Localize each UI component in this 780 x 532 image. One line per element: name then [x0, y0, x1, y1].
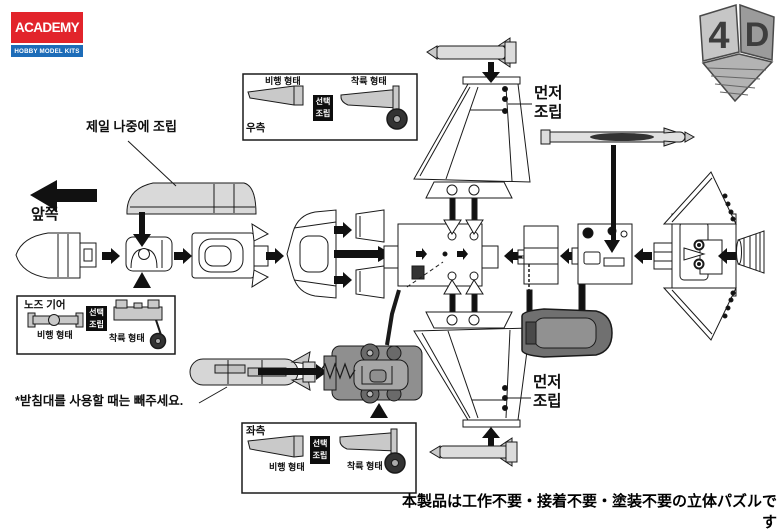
missile-up-arrow-icon	[482, 427, 500, 449]
intake-parts	[355, 209, 385, 299]
front-direction-arrow-icon	[30, 180, 97, 211]
pointer-line-assemble-last	[127, 140, 177, 187]
canopy-part	[126, 182, 257, 215]
logo-d-glyph: D	[745, 16, 770, 54]
academy-logo: ACADEMY HOBBY MODEL KITS	[11, 12, 83, 57]
stand-note-label: *받침대를 사용할 때는 빼주세요.	[15, 394, 184, 408]
nose-gear-option-box	[16, 295, 176, 355]
assemble-first-top-label: 먼저 조립	[534, 85, 563, 121]
assembly-arrow-right-icon	[334, 246, 392, 262]
exhaust-cone-part	[736, 230, 765, 274]
assembly-arrow-right-icon	[266, 248, 284, 264]
nose-gear-landing-label: 착륙 형태	[109, 333, 145, 343]
left-box-title: 좌측	[246, 425, 266, 437]
wingtip-missile-bottom-part	[429, 437, 518, 467]
engine-cover-part	[521, 308, 613, 358]
gear-insert-arrow-icon	[370, 403, 388, 418]
lower-wing-part	[413, 311, 531, 428]
long-missile-part	[540, 127, 696, 147]
tail-connector-part	[653, 242, 675, 270]
assembly-arrow-left-icon	[718, 248, 736, 264]
belly-missile-part	[189, 351, 316, 391]
logo-4-glyph: 4	[708, 15, 729, 57]
assembly-arrow-right-icon	[334, 272, 352, 288]
right-option-box	[242, 73, 418, 141]
nose-gear-insert-arrow-icon	[133, 272, 151, 288]
wingtip-missile-top-part	[426, 37, 517, 68]
cockpit-section-part	[191, 223, 270, 288]
assembly-arrow-right-icon	[174, 248, 192, 264]
center-fuselage-part	[383, 223, 499, 288]
forward-fuselage-part	[286, 209, 337, 299]
exploded-diagram: 4 D	[15, 3, 775, 494]
missile-peg-arrow-icon	[604, 145, 620, 253]
left-box-optional-badge: 선택 조립	[310, 436, 330, 464]
assemble-last-label: 제일 나중에 조립	[86, 119, 177, 134]
assembly-arrow-right-icon	[334, 222, 352, 238]
assembly-arrow-left-icon	[634, 248, 652, 264]
academy-logo-tagline: HOBBY MODEL KITS	[11, 45, 83, 57]
missile-down-arrow-icon	[482, 62, 500, 83]
nose-gear-flight-label: 비행 형태	[37, 330, 73, 340]
nose-gear-bay-part	[125, 236, 173, 272]
upper-wing-part	[413, 76, 531, 199]
nose-gear-box-title: 노즈 기어	[24, 299, 66, 311]
nose-gear-optional-badge: 선택 조립	[86, 306, 107, 331]
front-label: 앞쪽	[31, 206, 59, 223]
main-landing-gear-part	[319, 289, 423, 404]
right-box-flight-label: 비행 형태	[265, 76, 301, 86]
instruction-sheet: { "brand": {"name": "ACADEMY", "tagline"…	[11, 3, 777, 531]
canopy-insert-arrow-icon	[133, 212, 151, 247]
aft-fuselage-part	[517, 225, 559, 323]
left-box-landing-label: 착륙 형태	[347, 461, 383, 471]
academy-logo-name: ACADEMY	[11, 12, 83, 43]
left-box-flight-label: 비행 형태	[269, 462, 305, 472]
nose-cone-part	[15, 232, 97, 279]
assemble-first-bottom-label: 먼저 조립	[533, 374, 562, 410]
missile-rod-arrow-icon	[258, 364, 327, 380]
assembly-arrow-right-icon	[102, 248, 120, 264]
left-option-box	[241, 422, 417, 494]
engine-bay-part	[571, 223, 633, 319]
footer-note: 本製品は工作不要・接着不要・塗装不要の立体パズルです	[401, 493, 777, 531]
right-box-optional-badge: 선택 조립	[313, 95, 333, 121]
right-box-title: 우측	[246, 122, 266, 134]
right-box-landing-label: 착륙 형태	[351, 76, 387, 86]
pointer-line-stand-note	[198, 386, 228, 404]
4d-puzzle-logo: 4 D	[699, 3, 775, 103]
